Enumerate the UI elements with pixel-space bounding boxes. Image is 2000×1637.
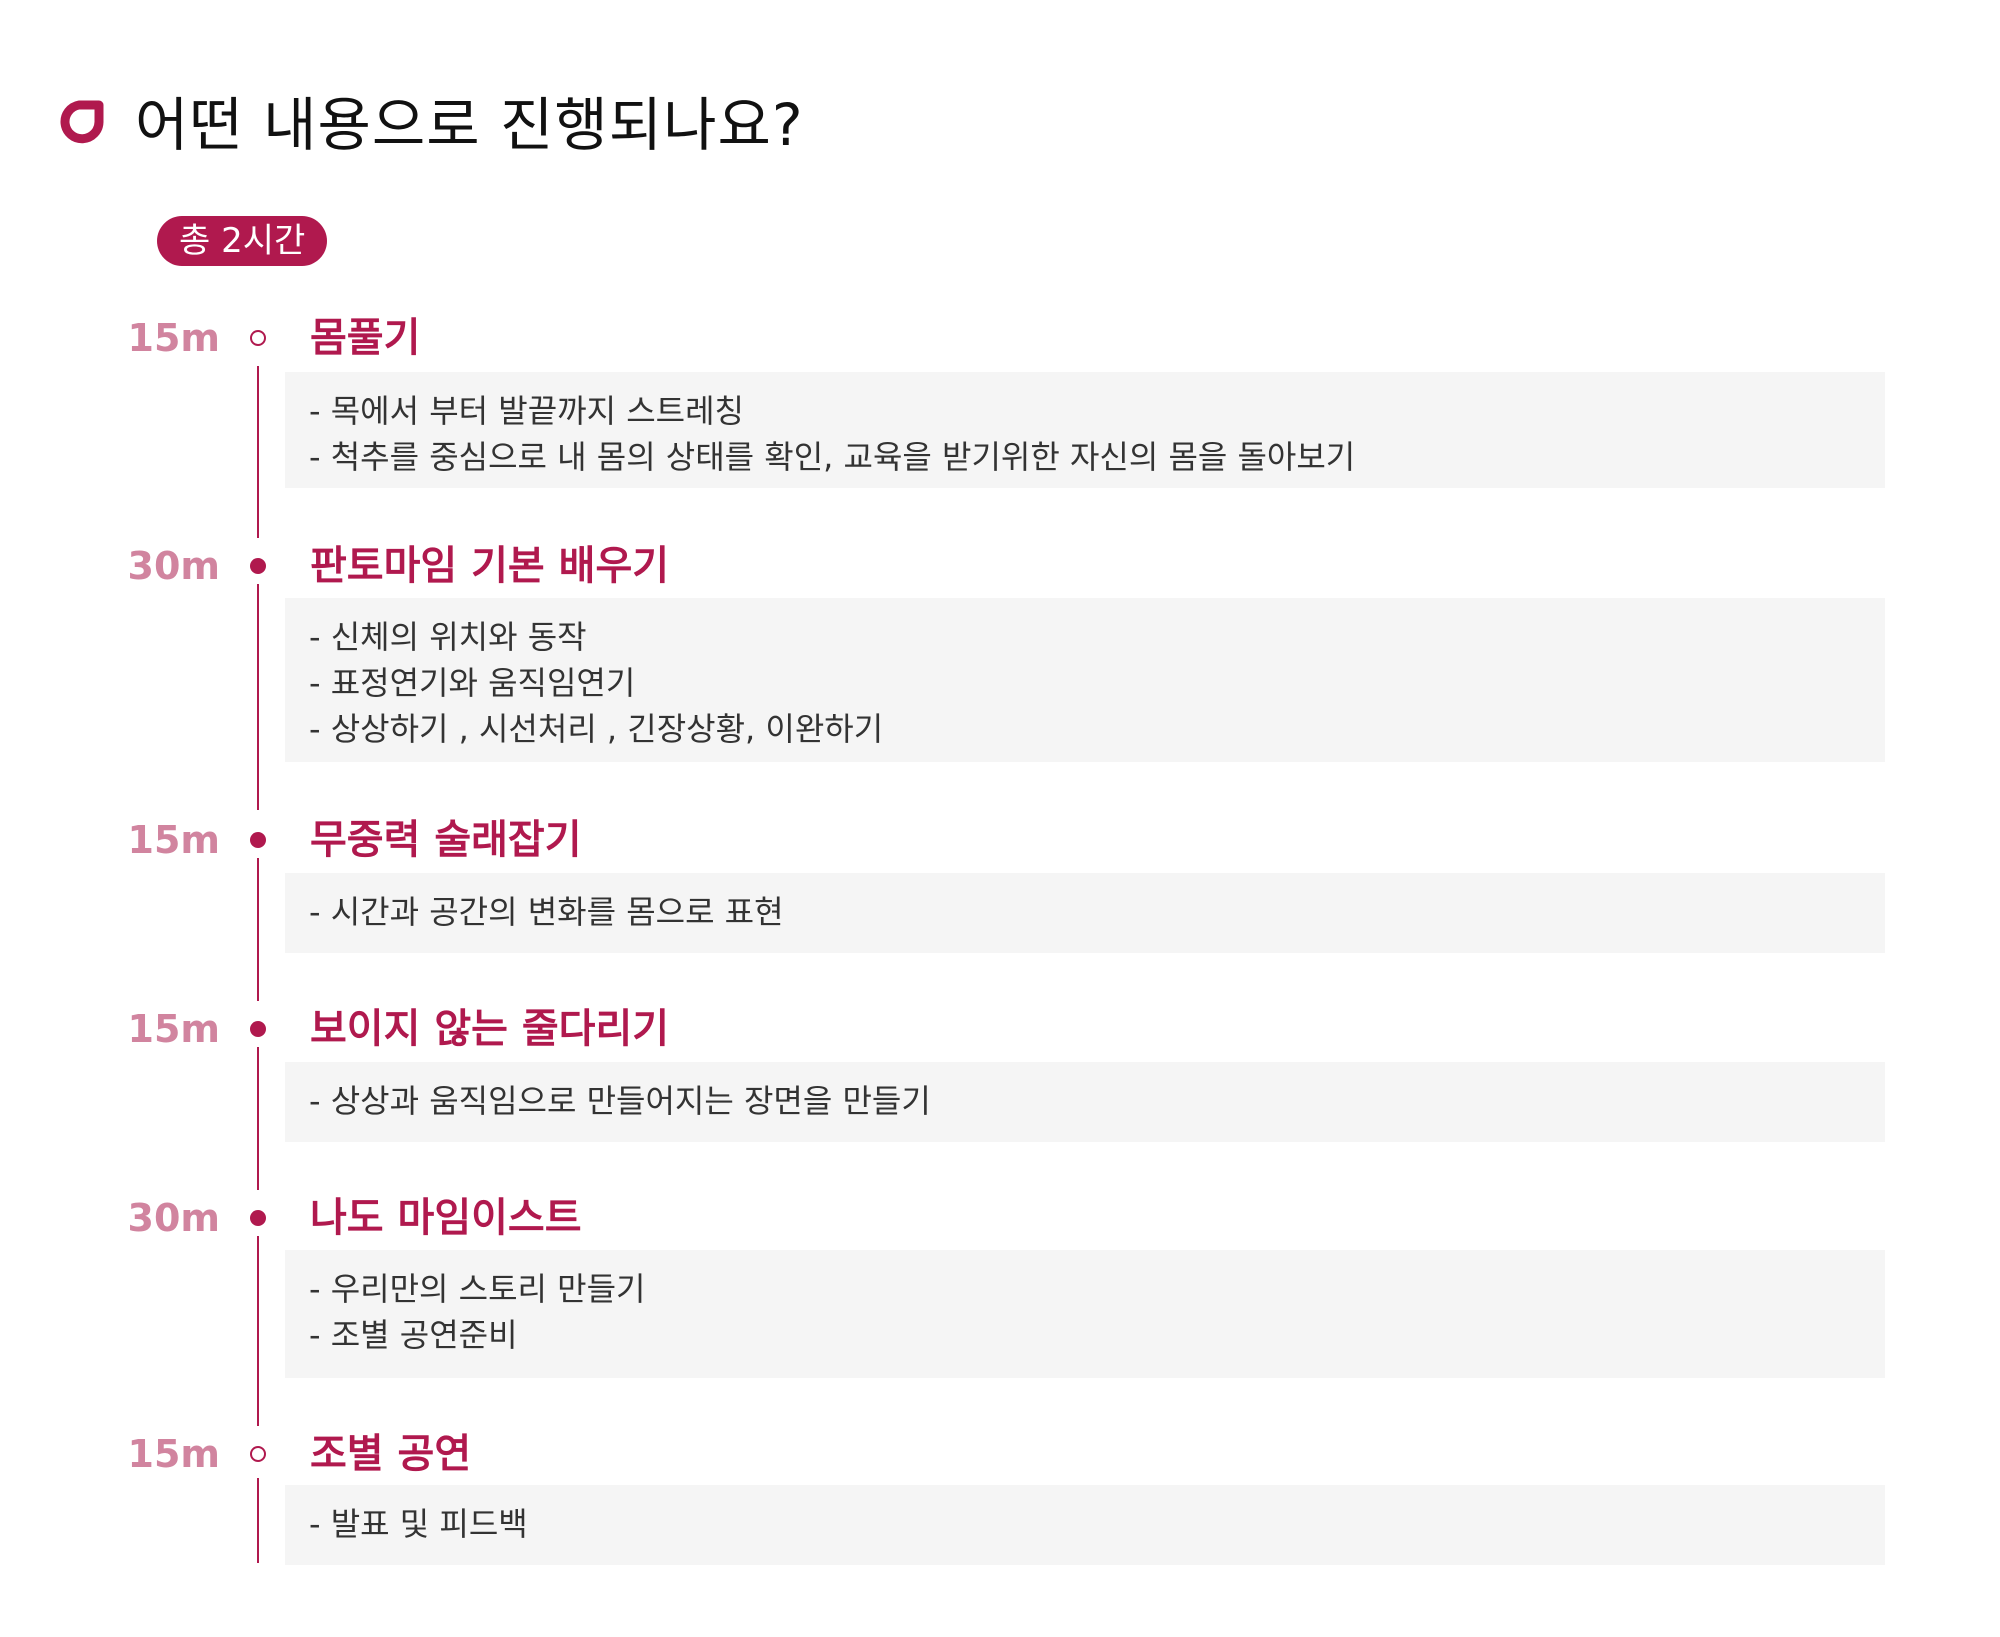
page-header: 어떤 내용으로 진행되나요? — [55, 80, 804, 160]
timeline-marker — [250, 832, 266, 848]
section-duration: 30m — [127, 1196, 220, 1240]
timeline-connector — [257, 584, 259, 810]
timeline-marker — [250, 1210, 266, 1226]
section-description: - 목에서 부터 발끝까지 스트레칭 - 척추를 중심으로 내 몸의 상태를 확… — [285, 372, 1885, 488]
section-title: 무중력 술래잡기 — [310, 817, 582, 863]
section-duration: 15m — [127, 1432, 220, 1476]
timeline-marker — [250, 330, 266, 346]
section-title: 몸풀기 — [310, 315, 421, 361]
description-line: - 시간과 공간의 변화를 몸으로 표현 — [309, 893, 784, 931]
section-title: 나도 마임이스트 — [310, 1195, 582, 1241]
section-title: 조별 공연 — [310, 1431, 472, 1477]
description-line: - 신체의 위치와 동작 — [309, 618, 587, 656]
description-line: - 조별 공연준비 — [309, 1316, 518, 1354]
timeline-connector — [257, 1478, 259, 1563]
logo-mark-icon — [60, 100, 104, 144]
timeline-connector — [257, 1047, 259, 1190]
timeline-connector — [257, 858, 259, 1001]
section-duration: 15m — [127, 1007, 220, 1051]
description-line: - 척추를 중심으로 내 몸의 상태를 확인, 교육을 받기위한 자신의 몸을 … — [309, 438, 1356, 476]
section-duration: 15m — [127, 818, 220, 862]
description-line: - 우리만의 스토리 만들기 — [309, 1270, 646, 1308]
timeline-connector — [257, 366, 259, 538]
section-description: - 상상과 움직임으로 만들어지는 장면을 만들기 — [285, 1062, 1885, 1142]
section-duration: 15m — [127, 316, 220, 360]
section-description: - 우리만의 스토리 만들기 - 조별 공연준비 — [285, 1250, 1885, 1378]
page-title: 어떤 내용으로 진행되나요? — [135, 91, 804, 159]
description-line: - 상상하기 , 시선처리 , 긴장상황, 이완하기 — [309, 710, 884, 748]
description-line: - 상상과 움직임으로 만들어지는 장면을 만들기 — [309, 1082, 931, 1120]
timeline-marker — [250, 1446, 266, 1462]
section-title: 판토마임 기본 배우기 — [310, 543, 670, 589]
section-description: - 신체의 위치와 동작 - 표정연기와 움직임연기 - 상상하기 , 시선처리… — [285, 598, 1885, 762]
description-line: - 표정연기와 움직임연기 — [309, 664, 636, 702]
section-title: 보이지 않는 줄다리기 — [310, 1006, 670, 1052]
section-description: - 시간과 공간의 변화를 몸으로 표현 — [285, 873, 1885, 953]
total-duration-badge: 총 2시간 — [157, 216, 328, 266]
section-description: - 발표 및 피드백 — [285, 1485, 1885, 1565]
description-line: - 발표 및 피드백 — [309, 1505, 528, 1543]
timeline-marker — [250, 1021, 266, 1037]
timeline-marker — [250, 558, 266, 574]
section-duration: 30m — [127, 544, 220, 588]
timeline-connector — [257, 1236, 259, 1426]
description-line: - 목에서 부터 발끝까지 스트레칭 — [309, 392, 744, 430]
